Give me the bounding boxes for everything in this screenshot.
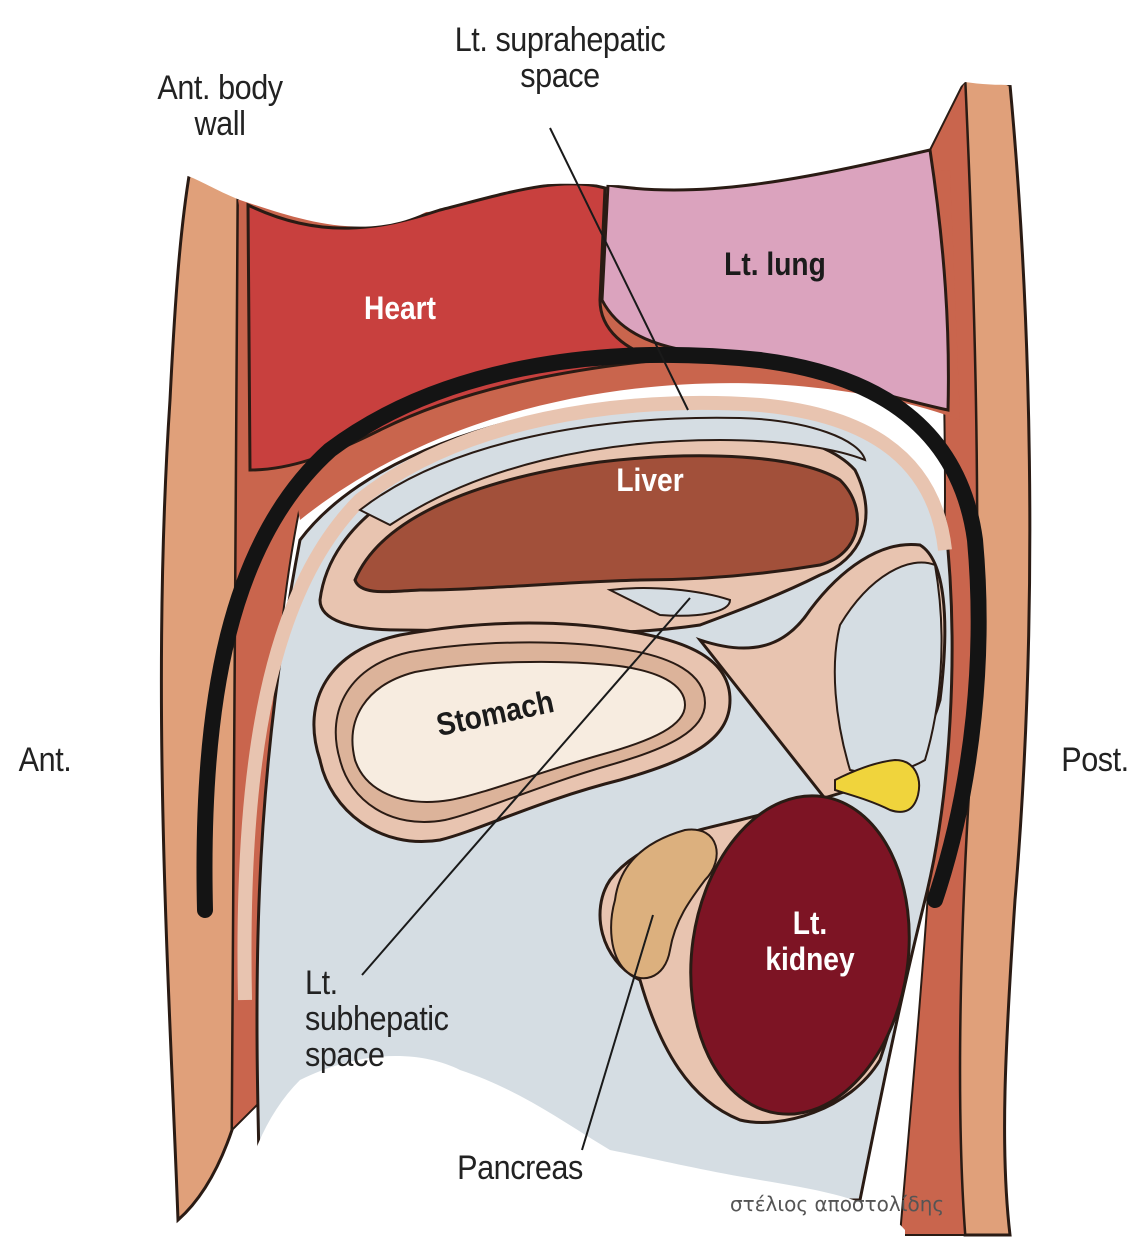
author-credit: στέλιος αποστολίδης	[730, 1192, 944, 1216]
lung-label: Lt. lung	[709, 246, 841, 282]
post-direction-label: Post.	[1055, 742, 1136, 778]
kidney-label: Lt. kidney	[753, 905, 867, 977]
ant-direction-label: Ant.	[5, 742, 86, 778]
subhepatic-space-label: Lt. subhepatic space	[305, 965, 467, 1073]
pancreas-label: Pancreas	[448, 1150, 592, 1186]
suprahepatic-space-label: Lt. suprahepatic space	[439, 22, 682, 94]
heart-label: Heart	[347, 290, 453, 326]
ant-body-wall-label: Ant. body wall	[148, 70, 292, 142]
liver-label: Liver	[606, 462, 694, 498]
anterior-body-wall	[161, 170, 238, 1220]
